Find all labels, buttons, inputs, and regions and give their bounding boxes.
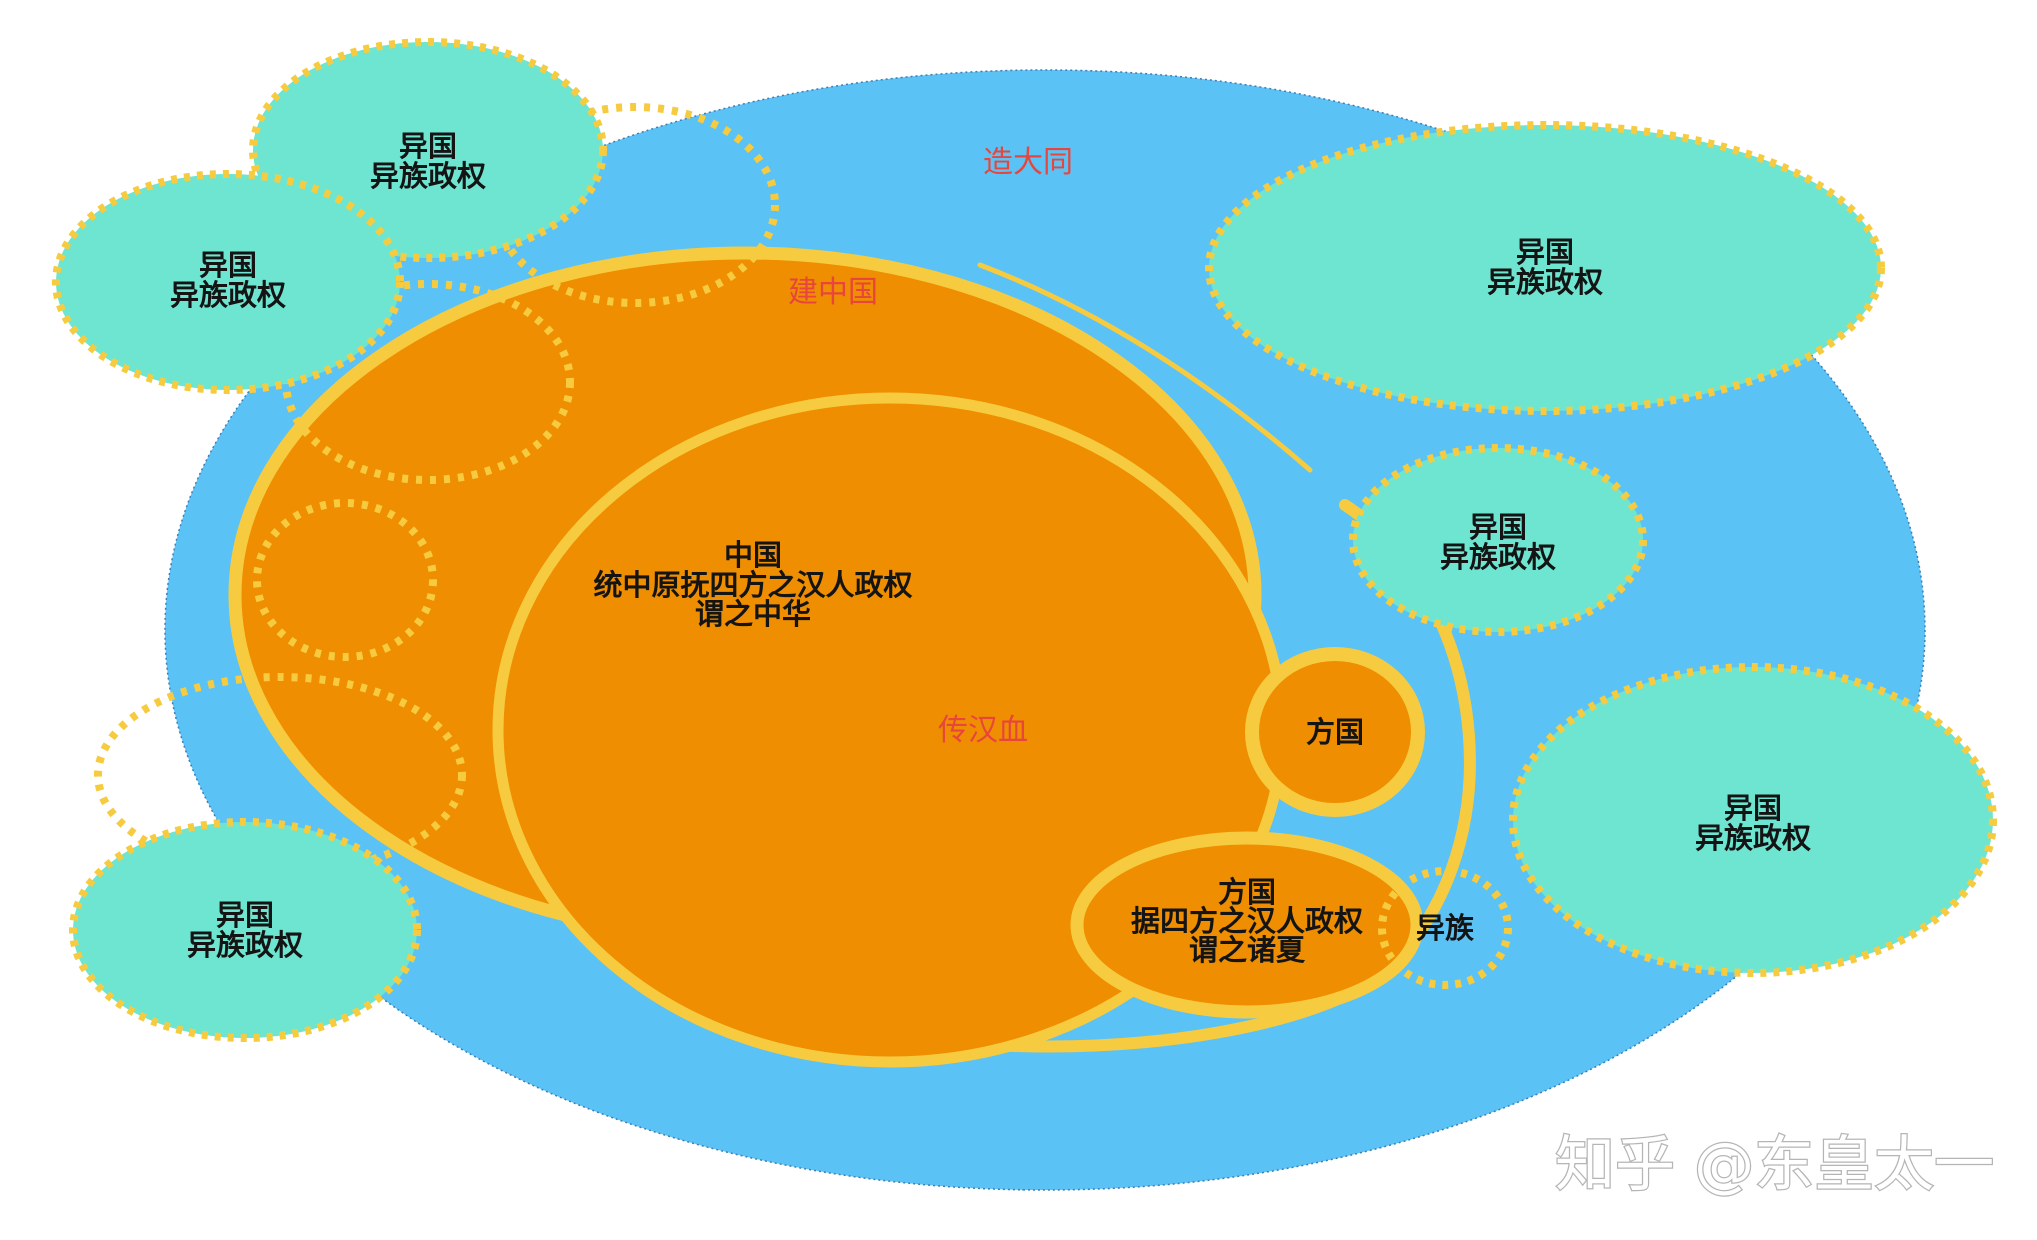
- chuan-hanxue-label: 传汉血: [938, 713, 1028, 748]
- yizu-small-ellipse: [1378, 867, 1512, 989]
- fangguo-ellipse: [1070, 831, 1424, 1019]
- foreign-middle-right-desc: 异族政权: [1440, 540, 1556, 574]
- zhongguo-desc: 统中原抚四方之汉人政权: [593, 568, 912, 602]
- foreign-middle-right-title: 异国: [1469, 510, 1527, 544]
- foreign-bottom-left-title: 异国: [216, 898, 274, 932]
- foreign-top-right-desc: 异族政权: [1487, 265, 1603, 299]
- foreign-ellipse-left: [52, 170, 404, 394]
- jian-zhongguo-label: 建中国: [788, 275, 878, 310]
- zhongguo-title: 中国: [724, 538, 782, 572]
- foreign-ellipse-top-right: [1205, 121, 1885, 415]
- fangguo-desc: 据四方之汉人政权: [1131, 904, 1363, 938]
- fangguo-small-label: 方国: [1306, 715, 1364, 749]
- fangguo-name: 谓之诸夏: [1189, 933, 1306, 967]
- foreign-top-left-desc: 异族政权: [370, 159, 486, 193]
- dotted-ellipse-top: [491, 103, 779, 307]
- foreign-left-title: 异国: [199, 248, 257, 282]
- zhongguo-name: 谓之中华: [695, 597, 811, 631]
- fangguo-title: 方国: [1218, 875, 1276, 909]
- fangguo-small-ellipse: [1245, 647, 1425, 817]
- foreign-left-desc: 异族政权: [170, 278, 286, 312]
- foreign-ellipse-middle-right: [1349, 444, 1647, 636]
- zhihu-watermark: 知乎 @东皇太一: [1555, 1130, 1994, 1200]
- foreign-ellipse-bottom-right: [1509, 663, 1997, 977]
- foreign-ellipse-bottom-left: [69, 818, 421, 1042]
- foreign-bottom-right-title: 异国: [1724, 791, 1782, 825]
- foreign-bottom-right-desc: 异族政权: [1695, 821, 1811, 855]
- datong-label: 造大同: [983, 145, 1073, 180]
- foreign-top-right-title: 异国: [1516, 235, 1574, 269]
- foreign-top-left-title: 异国: [399, 129, 457, 163]
- dotted-ellipse-left-middle: [253, 499, 437, 661]
- foreign-bottom-left-desc: 异族政权: [187, 928, 303, 962]
- yizu-small-label: 异族: [1416, 911, 1475, 945]
- brush-stroke-top: [977, 262, 1313, 473]
